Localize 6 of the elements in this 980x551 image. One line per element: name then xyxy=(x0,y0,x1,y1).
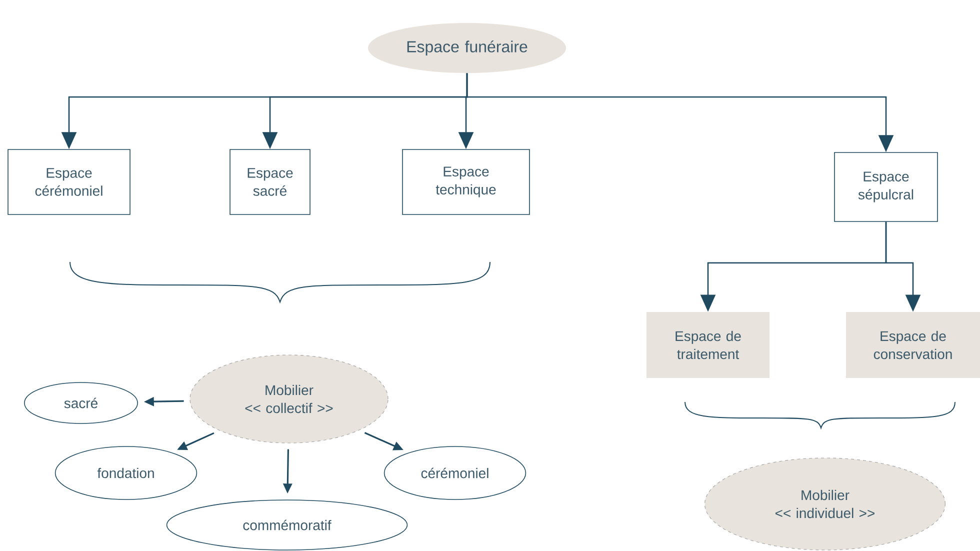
process-box: Espace sacré xyxy=(230,149,310,215)
process-box: Espace sépulcral xyxy=(834,152,938,222)
process-box: Espace technique xyxy=(402,149,530,215)
shaded-box: Espace de conservation xyxy=(846,312,980,378)
shaded-box: Espace de traitement xyxy=(646,312,770,378)
process-box: Espace cérémoniel xyxy=(8,149,130,215)
